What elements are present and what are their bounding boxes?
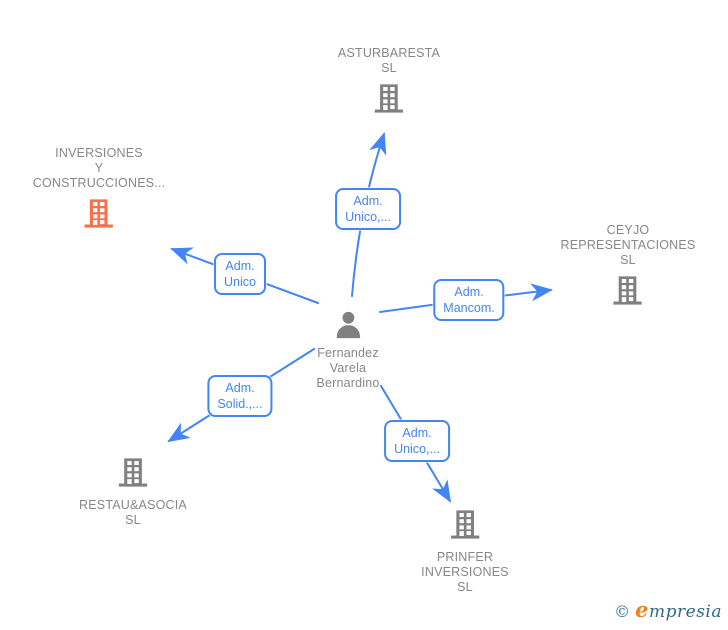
building-icon — [374, 84, 404, 113]
edge-label-to-ceyjo: Adm. Mancom. — [433, 279, 505, 321]
node-asturbaresta-label: ASTURBARESTA SL — [337, 46, 441, 75]
node-ceyjo-representaciones[interactable]: CEYJO REPRESENTACIONES SL — [561, 223, 696, 307]
copyright-icon: © — [614, 602, 631, 621]
empresia-brand-footer[interactable]: © empresia — [614, 597, 722, 622]
person-icon — [336, 311, 360, 339]
edge-label-to-asturbaresta: Adm. Unico,... — [335, 188, 401, 230]
building-icon — [118, 458, 148, 487]
node-asturbaresta[interactable]: ASTURBARESTA SL — [338, 46, 440, 115]
node-person-label: Fernandez Varela Bernardino — [316, 346, 380, 390]
node-person-fernandez-varela[interactable]: Fernandez Varela Bernardino — [316, 309, 379, 391]
node-prinfer-label: PRINFER INVERSIONES SL — [421, 550, 509, 594]
empresia-logo-e: e — [635, 597, 649, 622]
node-inversiones-y-construcciones[interactable]: INVERSIONES Y CONSTRUCCIONES... — [33, 146, 166, 230]
node-inversiones-label: INVERSIONES Y CONSTRUCCIONES... — [32, 146, 166, 190]
edge-label-to-restau: Adm. Solid.,... — [207, 375, 273, 417]
empresia-logo-rest: mpresia — [649, 602, 722, 622]
node-prinfer-inversiones[interactable]: PRINFER INVERSIONES SL — [421, 508, 509, 595]
building-icon — [613, 276, 643, 305]
node-restau-label: RESTAU&ASOCIA SL — [79, 498, 187, 527]
empresia-logo: empresia — [635, 597, 722, 622]
building-icon-orange — [84, 199, 114, 228]
edge-label-to-prinfer: Adm. Unico,... — [384, 420, 450, 462]
building-icon — [450, 510, 480, 539]
edge-label-to-inversiones: Adm. Unico — [214, 253, 266, 295]
node-restau-asocia[interactable]: RESTAU&ASOCIA SL — [79, 456, 187, 528]
node-ceyjo-label: CEYJO REPRESENTACIONES SL — [560, 223, 696, 267]
